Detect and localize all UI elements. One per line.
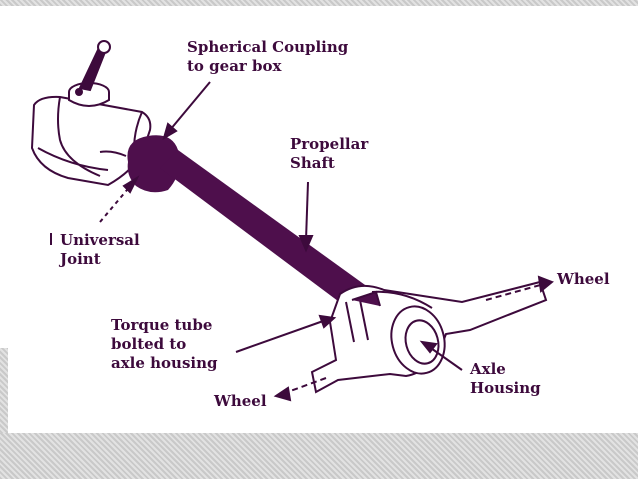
label-axle-housing-line2: Housing bbox=[470, 379, 541, 397]
propeller-shaft bbox=[160, 150, 372, 310]
pointer-arrows bbox=[50, 81, 554, 402]
gearbox bbox=[30, 95, 152, 187]
label-propeller-shaft-line1: Propellar bbox=[290, 135, 369, 153]
label-torque-tube-line3: axle housing bbox=[111, 354, 218, 372]
label-propeller-shaft: Propellar Shaft bbox=[290, 135, 368, 173]
label-wheel-right-text: Wheel bbox=[557, 270, 610, 288]
label-spherical-coupling-line2: to gear box bbox=[187, 57, 282, 75]
label-axle-housing-line1: Axle bbox=[470, 360, 506, 378]
spherical-coupling bbox=[127, 135, 180, 193]
propeller-shaft-arrow bbox=[305, 181, 309, 241]
label-torque-tube: Torque tube bolted to axle housing bbox=[111, 316, 217, 373]
label-spherical-coupling-line1: Spherical Coupling bbox=[187, 38, 349, 56]
axle-housing-arrow bbox=[427, 345, 463, 371]
background-stripes-left bbox=[0, 348, 8, 438]
torque-tube-arrow bbox=[235, 319, 327, 353]
universal-joint-arrow bbox=[99, 183, 133, 223]
label-wheel-left: Wheel bbox=[214, 392, 267, 411]
spherical-coupling-arrow bbox=[169, 81, 211, 131]
label-axle-housing: Axle Housing bbox=[470, 360, 541, 398]
label-spherical-coupling: Spherical Coupling to gear box bbox=[187, 38, 348, 76]
background-stripes-bottom bbox=[0, 433, 638, 479]
wheel-right-arrow bbox=[485, 283, 545, 301]
label-wheel-right: Wheel bbox=[557, 270, 610, 289]
background-stripes-top bbox=[0, 0, 638, 6]
label-universal-joint-line2: Joint bbox=[60, 250, 101, 268]
label-universal-joint: Universal Joint bbox=[60, 231, 140, 269]
gear-lever bbox=[68, 40, 111, 107]
axle-housing bbox=[310, 280, 548, 394]
label-propeller-shaft-line2: Shaft bbox=[290, 154, 335, 172]
label-torque-tube-line1: Torque tube bbox=[111, 316, 213, 334]
label-wheel-left-text: Wheel bbox=[214, 392, 267, 410]
label-universal-joint-line1: Universal bbox=[60, 231, 140, 249]
label-torque-tube-line2: bolted to bbox=[111, 335, 187, 353]
wheel-left-arrow bbox=[281, 377, 327, 395]
